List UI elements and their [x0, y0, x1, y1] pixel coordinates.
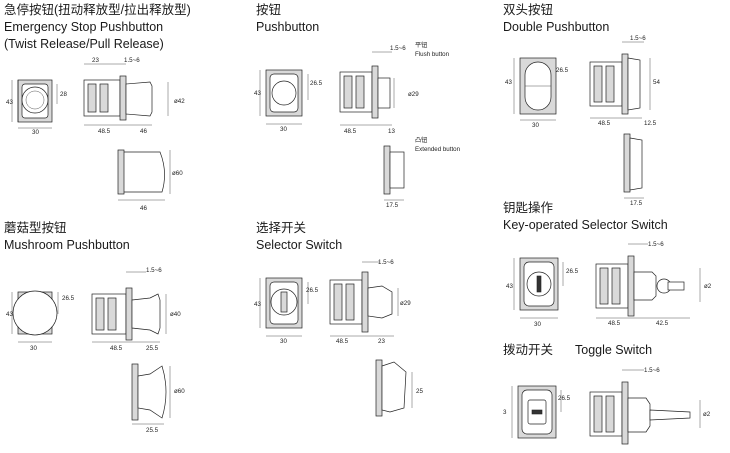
double-title-cn: 双头按钮 [503, 3, 554, 17]
pushbutton-dim-13: 13 [388, 128, 395, 135]
mushroom-dim-43: 43 [6, 311, 13, 318]
toggle-dim-3: 3 [503, 409, 507, 416]
mushroom-dim-1.5-6: 1.5~6 [146, 267, 162, 274]
mushroom-dim-25.5b: 25.5 [146, 427, 159, 434]
toggle-dim-phi2: ø2 [703, 411, 711, 418]
mushroom-dim-26.5: 26.5 [62, 295, 75, 302]
pushbutton-dim-48.5: 48.5 [344, 128, 357, 135]
pushbutton-title-cn: 按钮 [256, 3, 282, 17]
toggle-title-en: Toggle Switch [575, 343, 653, 357]
selector-side-view [329, 261, 399, 337]
toggle-side-view [589, 369, 701, 445]
mushroom-dim-25.5: 25.5 [146, 345, 159, 352]
double-dim-1.5-6: 1.5~6 [630, 35, 646, 42]
pushbutton-dim-phi29: ø29 [408, 91, 419, 98]
pushbutton-dim-1.5-6: 1.5~6 [390, 45, 406, 52]
selector-dim-23: 23 [378, 338, 385, 345]
selector-front-view [259, 277, 309, 337]
emergency-title-en: Emergency Stop Pushbutton [4, 20, 164, 34]
pushbutton-dim-17.5: 17.5 [386, 202, 399, 209]
double-side-view [589, 41, 651, 119]
pushbutton-title-en: Pushbutton [256, 20, 320, 34]
key-dim-30: 30 [534, 321, 541, 328]
key-dim-43: 43 [506, 283, 513, 290]
mushroom-dim-phi60: ø60 [174, 388, 185, 395]
key-dim-26.5: 26.5 [566, 268, 579, 275]
mushroom-dim-30: 30 [30, 345, 37, 352]
key-dim-phi2: ø2 [704, 283, 712, 290]
pushbutton-extended-en: Extended button [415, 146, 461, 153]
toggle-front-view [511, 385, 562, 439]
emergency-front-view [11, 79, 53, 129]
pushbutton-extended-view [383, 145, 405, 201]
selector-dim-26.5: 26.5 [306, 287, 319, 294]
selector-lever-view [375, 359, 413, 417]
double-dim-48.5: 48.5 [598, 120, 611, 127]
selector-dim-30: 30 [280, 338, 287, 345]
double-dim-43: 43 [505, 79, 512, 86]
selector-title-en: Selector Switch [256, 238, 343, 252]
emergency-dim-phi60: ø60 [172, 170, 183, 177]
emergency-dim-1.5-6: 1.5~6 [124, 57, 140, 64]
mushroom-title-cn: 蘑菇型按钮 [4, 221, 67, 235]
selector-dim-1.5-6: 1.5~6 [378, 259, 394, 266]
double-front-view [513, 57, 557, 121]
key-front-view [513, 257, 564, 319]
mushroom-dim-48.5: 48.5 [110, 345, 123, 352]
emergency-dim-46: 46 [140, 128, 147, 135]
key-dim-42.5: 42.5 [656, 320, 669, 327]
pushbutton-flush-cn: 平钮 [415, 41, 427, 49]
toggle-title-cn: 拨动开关 [503, 343, 554, 357]
key-dim-48.5: 48.5 [608, 320, 621, 327]
toggle-dim-26.5: 26.5 [558, 395, 571, 402]
toggle-dim-1.5-6: 1.5~6 [644, 367, 660, 374]
key-title-en: Key-operated Selector Switch [503, 218, 668, 232]
selector-dim-25: 25 [416, 388, 423, 395]
pushbutton-dim-30: 30 [280, 126, 287, 133]
key-title-cn: 钥匙操作 [503, 201, 554, 215]
double-dim-54: 54 [653, 79, 660, 86]
emergency-side-view [83, 63, 153, 126]
key-side-view [595, 243, 701, 319]
selector-dim-phi29: ø29 [400, 300, 411, 307]
pushbutton-flush-en: Flush button [415, 51, 450, 58]
mushroom-front-view [11, 290, 59, 343]
pushbutton-extended-cn: 凸钮 [415, 136, 427, 144]
emergency-dim-30: 30 [32, 129, 39, 136]
emergency-dim-43: 43 [6, 99, 13, 106]
selector-dim-48.5: 48.5 [336, 338, 349, 345]
selector-dim-43: 43 [254, 301, 261, 308]
mushroom-title-en: Mushroom Pushbutton [4, 238, 130, 252]
mushroom-dim-phi40: ø40 [170, 311, 181, 318]
double-dim-12.5: 12.5 [644, 120, 657, 127]
double-dim-30: 30 [532, 122, 539, 129]
emergency-subtitle-en: (Twist Release/Pull Release) [4, 37, 164, 51]
double-extended-view [623, 133, 644, 199]
mushroom-large-view [131, 363, 171, 425]
key-dim-1.5-6: 1.5~6 [648, 241, 664, 248]
emergency-dim-23: 23 [92, 57, 99, 64]
pushbutton-front-view [259, 69, 309, 125]
emergency-title-cn: 急停按钮(扭动释放型/拉出释放型) [4, 3, 191, 17]
pushbutton-side-view [339, 51, 395, 126]
emergency-dim-phi42: ø42 [174, 98, 185, 105]
double-title-en: Double Pushbutton [503, 20, 610, 34]
emergency-dim-28: 28 [60, 91, 67, 98]
pushbutton-dim-43: 43 [254, 90, 261, 97]
mushroom-side-view [91, 271, 167, 343]
double-dim-26.5: 26.5 [556, 67, 569, 74]
emergency-dim-48.5: 48.5 [98, 128, 111, 135]
emergency-mushroom-view [117, 149, 171, 201]
selector-title-cn: 选择开关 [256, 221, 307, 235]
pushbutton-dim-26.5: 26.5 [310, 80, 323, 87]
double-dim-17.5: 17.5 [630, 200, 643, 207]
emergency-dim-46b: 46 [140, 205, 147, 212]
